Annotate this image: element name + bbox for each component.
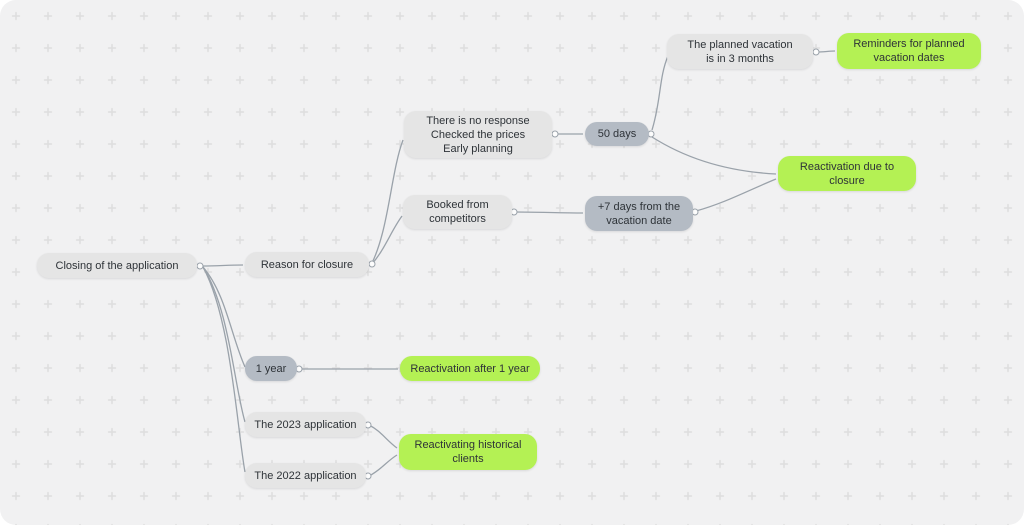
edge-closing-year1: [202, 266, 246, 368]
connector-dot[interactable]: [551, 130, 559, 138]
node-label: There is no response Checked the prices …: [426, 114, 530, 155]
node-label: Reason for closure: [260, 258, 354, 271]
node-reactivation-due-to-closure[interactable]: Reactivation due to closure: [778, 156, 916, 191]
edge-reason-booked: [371, 215, 403, 265]
edge-app2022-react-hist: [368, 454, 398, 477]
edge-app2023-react-hist: [368, 424, 398, 449]
node-closing-of-the-application[interactable]: Closing of the application: [37, 253, 197, 278]
node-label: Reactivation due to closure: [799, 160, 895, 187]
node-label: The 2023 application: [254, 418, 357, 431]
node-label: 50 days: [597, 128, 637, 140]
node-label: Booked from competitors: [426, 199, 489, 225]
node-reminders-for-planned-vacation-dates[interactable]: Reminders for planned vacation dates: [837, 33, 981, 69]
connector-dot[interactable]: [196, 262, 204, 270]
node-label: 1 year: [255, 362, 287, 375]
connector-dot[interactable]: [812, 48, 820, 56]
edge-days50-react-closure: [651, 136, 777, 175]
node-label: Reminders for planned vacation dates: [853, 38, 965, 64]
edge-planned-reminders: [816, 50, 836, 53]
edge-days50-planned: [651, 55, 669, 131]
node-plus-7-days-from-vacation-date[interactable]: +7 days from the vacation date: [585, 196, 693, 231]
node-50-days[interactable]: 50 days: [585, 122, 649, 146]
node-planned-vacation-in-3-months[interactable]: The planned vacation is in 3 months: [667, 34, 813, 69]
edge-closing-app2023: [202, 266, 246, 423]
node-label: Reactivating historical clients: [414, 439, 522, 465]
node-1-year[interactable]: 1 year: [245, 356, 297, 381]
node-the-2022-application[interactable]: The 2022 application: [245, 463, 366, 488]
node-label: The planned vacation is in 3 months: [687, 38, 793, 65]
edge-plus7-react-closure: [695, 178, 777, 212]
node-label: Reactivation after 1 year: [410, 362, 530, 375]
edge-closing-app2022: [202, 266, 246, 473]
edge-closing-reason: [202, 264, 244, 267]
connector-dot[interactable]: [368, 260, 376, 268]
node-booked-from-competitors[interactable]: Booked from competitors: [403, 195, 512, 229]
node-reactivation-after-1-year[interactable]: Reactivation after 1 year: [400, 356, 540, 381]
edge-reason-no-response: [371, 139, 404, 264]
node-label: The 2022 application: [254, 469, 357, 482]
edge-booked-plus7: [514, 211, 584, 214]
node-no-response-checked-prices-early-planning[interactable]: There is no response Checked the prices …: [404, 111, 552, 158]
node-label: Closing of the application: [55, 259, 179, 272]
node-reactivating-historical-clients[interactable]: Reactivating historical clients: [399, 434, 537, 470]
node-reason-for-closure[interactable]: Reason for closure: [245, 252, 369, 277]
node-label: +7 days from the vacation date: [597, 200, 681, 227]
node-the-2023-application[interactable]: The 2023 application: [245, 412, 366, 437]
